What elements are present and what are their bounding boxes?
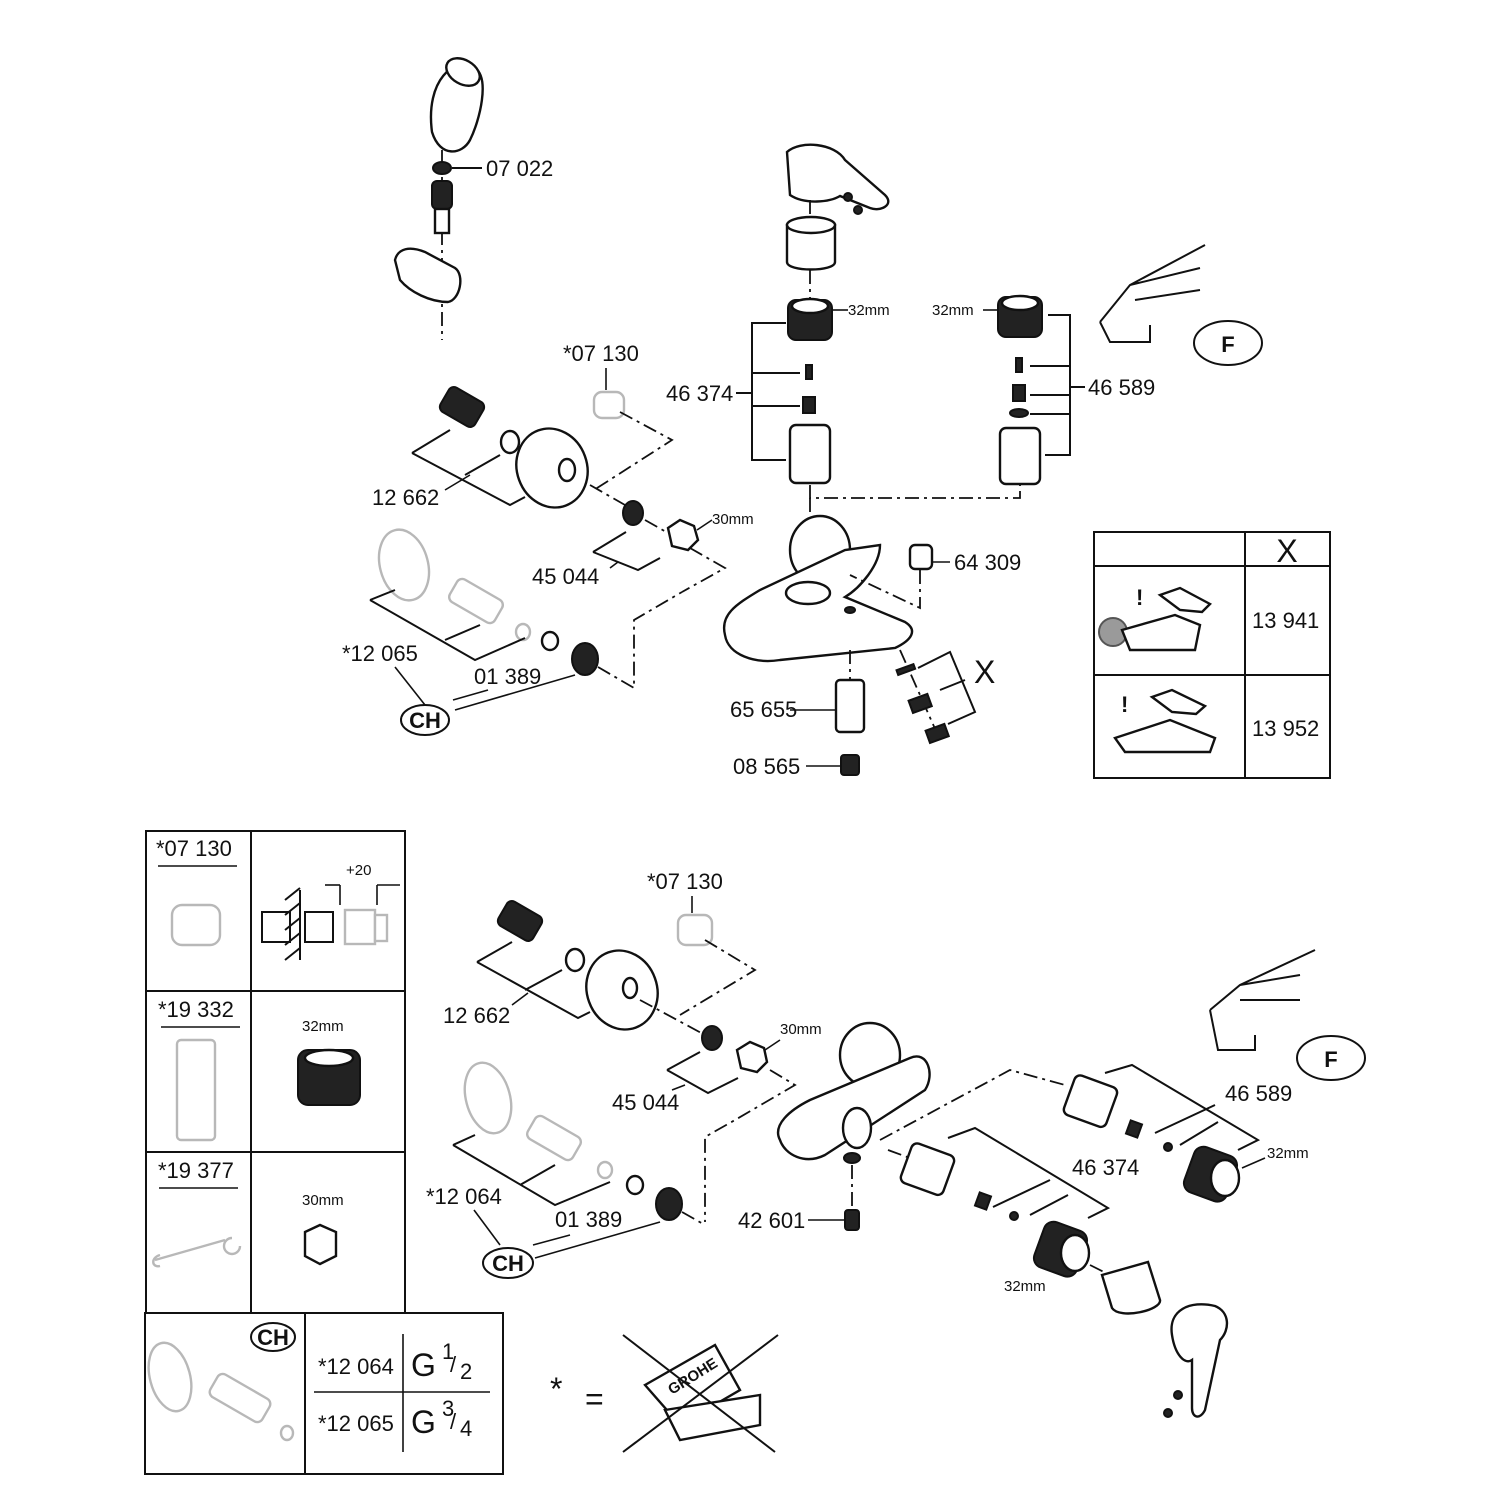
bottom-cartridges: 46 374 32mm 46 589 32mm F — [879, 949, 1366, 1418]
cartridge-bot-left — [899, 1142, 956, 1197]
svg-text:G: G — [411, 1347, 436, 1383]
svg-text:CH: CH — [409, 708, 441, 733]
x-table-part-13952: 13 952 — [1252, 716, 1319, 741]
tools-part-19377: *19 377 — [158, 1158, 234, 1183]
label-bot-12064: *12 064 — [426, 1184, 502, 1209]
x-marker: X — [974, 654, 995, 690]
ch-table: CH *12 064 G 1 / 2 *12 065 G 3 / 4 — [144, 1312, 504, 1475]
tools-label-30mm: 30mm — [302, 1192, 344, 1209]
svg-text:3: 3 — [442, 1396, 454, 1421]
cap-sleeve — [785, 223, 837, 271]
label-bot-46589: 46 589 — [1225, 1081, 1292, 1106]
nut-30mm-icon — [303, 1223, 338, 1266]
diverter — [834, 678, 866, 734]
ch-part-12064: *12 064 — [318, 1354, 394, 1379]
x-table: X ! 13 941 ! 13 952 — [1093, 531, 1331, 779]
label-nut-size: 30mm — [712, 511, 754, 528]
label-bot-07130: *07 130 — [647, 869, 723, 894]
top-cartridges: 32mm 46 374 32mm 46 589 F — [666, 143, 1263, 600]
lever-angle-sketch-bottom — [1209, 949, 1316, 1011]
label-top-08565: 08 565 — [733, 754, 800, 779]
label-top-65655: 65 655 — [730, 697, 797, 722]
svg-text:CH: CH — [492, 1251, 524, 1276]
svg-text:1: 1 — [442, 1339, 454, 1364]
label-top-12065: *12 065 — [342, 641, 418, 666]
nut-30mm — [666, 518, 700, 552]
label-bot-12662: 12 662 — [443, 1003, 510, 1028]
label-bot-32mm-left: 32mm — [1004, 1278, 1046, 1295]
svg-text:/: / — [450, 1409, 457, 1434]
lever-handle-bottom — [1170, 1303, 1229, 1418]
label-top-46589: 46 589 — [1088, 375, 1155, 400]
button-cap — [908, 543, 934, 571]
tools-part-19332: *19 332 — [158, 997, 234, 1022]
label-top-64309: 64 309 — [954, 550, 1021, 575]
ch-badge-bottom — [482, 1247, 534, 1279]
package-crossed-icon: GROHE — [622, 1334, 779, 1453]
cap-sleeve-bottom — [1100, 1260, 1162, 1315]
label-plus20: +20 — [346, 862, 371, 879]
label-top-46374: 46 374 — [666, 381, 733, 406]
x-table-row-1-image: ! — [1098, 585, 1212, 652]
socket-wrench-icon — [175, 1038, 217, 1142]
label-top-01389: 01 389 — [474, 664, 541, 689]
hand-shower: 07 022 — [393, 57, 553, 340]
f-badge-top — [1193, 320, 1263, 366]
wall-holder — [393, 247, 462, 304]
label-top-07130: *07 130 — [563, 341, 639, 366]
tools-table: *07 130 +20 *19 332 32mm *19 377 30mm — [145, 830, 406, 1314]
ch-part-12065: *12 065 — [318, 1411, 394, 1436]
svg-text:!: ! — [1121, 692, 1128, 717]
f-badge-bottom — [1296, 1035, 1366, 1081]
label-bot-01389: 01 389 — [555, 1207, 622, 1232]
cap-42601 — [844, 1209, 860, 1231]
label-bot-32mm-right: 32mm — [1267, 1145, 1309, 1162]
label-32mm-right: 32mm — [932, 302, 974, 319]
aerator — [840, 754, 860, 776]
cover-rosette — [515, 427, 589, 509]
label-32mm-left: 32mm — [848, 302, 890, 319]
svg-text:F: F — [1324, 1047, 1337, 1072]
spanner-icon — [152, 1236, 242, 1268]
label-07022: 07 022 — [486, 156, 553, 181]
bottom-mixer-body: 42 601 — [738, 1021, 931, 1233]
cartridge-right — [998, 426, 1042, 486]
legend-not-in-package: * = GROHE — [550, 1334, 779, 1453]
extension-piece — [592, 390, 626, 420]
label-bot-42601: 42 601 — [738, 1208, 805, 1233]
x-table-part-13941: 13 941 — [1252, 608, 1319, 633]
svg-text:F: F — [1221, 332, 1234, 357]
label-bot-46374: 46 374 — [1072, 1155, 1139, 1180]
label-bot-nut-size: 30mm — [780, 1021, 822, 1038]
bottom-left-connections: *07 130 12 662 30mm 45 044 *12 064 01 38… — [426, 869, 822, 1279]
cartridge-bot-right — [1062, 1074, 1119, 1129]
lever-angle-sketch — [1099, 244, 1206, 323]
x-table-header: X — [1276, 533, 1297, 569]
x-table-row-2-image: ! — [1113, 688, 1217, 754]
label-bot-45044: 45 044 — [612, 1090, 679, 1115]
hand-shower-washer — [432, 161, 452, 175]
ch-badge-top — [400, 704, 450, 736]
svg-text:!: ! — [1136, 585, 1143, 610]
top-mixer-body: 64 309 65 655 08 565 X — [722, 514, 1021, 779]
nipple — [571, 642, 599, 676]
svg-text:G: G — [411, 1404, 436, 1440]
svg-text:/: / — [450, 1352, 457, 1377]
cartridge-left — [788, 423, 832, 485]
svg-text:4: 4 — [460, 1416, 472, 1441]
lever-handle — [785, 143, 890, 211]
extension-installation-sketch: +20 — [261, 862, 400, 961]
label-top-45044: 45 044 — [532, 564, 599, 589]
svg-text:2: 2 — [460, 1359, 472, 1384]
tools-label-32mm: 32mm — [302, 1018, 344, 1035]
top-left-connections: *07 130 12 662 30mm 45 044 *12 065 01 38 — [342, 341, 754, 736]
ch-table-badge: CH — [257, 1325, 289, 1350]
legend-equals: = — [585, 1381, 604, 1417]
tools-part-07130: *07 130 — [156, 836, 232, 861]
label-top-12662: 12 662 — [372, 485, 439, 510]
legend-asterisk: * — [550, 1371, 562, 1407]
